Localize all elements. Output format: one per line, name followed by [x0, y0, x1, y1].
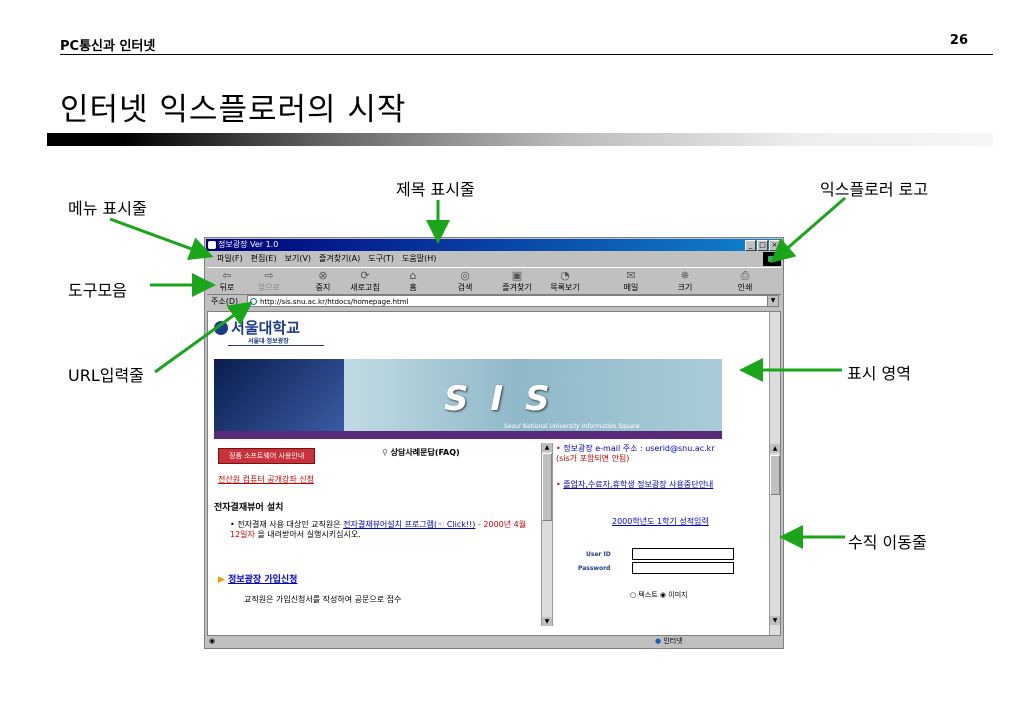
slide-title: 인터넷 익스플로러의 시작 — [60, 92, 407, 128]
back-arrow-icon: ⇦ — [222, 269, 232, 282]
faq-icon: ⚲ — [382, 448, 391, 457]
callout-toolbar: 도구모음 — [68, 281, 127, 300]
arrow-ie-logo — [770, 196, 846, 263]
banner-tagline: Seoul National University Information Sq… — [504, 423, 640, 430]
menu-tools[interactable]: 도구(T) — [368, 254, 395, 263]
password-label: Password — [578, 565, 611, 572]
refresh-button[interactable]: ⟳새로고침 — [347, 270, 383, 293]
globe-icon: ● — [655, 637, 664, 645]
graduate-notice[interactable]: • 졸업자,수료자,휴학생 정보광장 사용중단안내 — [556, 480, 714, 489]
address-bar: 주소(D) http://sis.snu.ac.kr/htdocs/homepa… — [207, 295, 781, 309]
user-id-input[interactable] — [632, 548, 734, 560]
callout-display-area: 표시 영역 — [847, 364, 911, 383]
scroll-down-icon[interactable]: ▼ — [542, 617, 552, 626]
scroll-up-icon[interactable]: ▲ — [542, 443, 552, 452]
menu-edit[interactable]: 편집(E) — [250, 254, 277, 263]
scroll-thumb[interactable] — [542, 453, 552, 521]
email-info: • 정보광장 e-mail 주소 : userid@snu.ac.kr (sis… — [556, 444, 715, 463]
approval-paragraph: • 전자결재 사용 대상인 교직원은 전자결재뷰어설치 프로그램(☜ Click… — [230, 520, 527, 539]
software-notice-button[interactable]: 정품 소프트웨어 사용안내 — [218, 448, 316, 464]
banner-letters: SIS — [444, 379, 572, 419]
url-text: http://sis.snu.ac.kr/htdocs/homepage.htm… — [260, 298, 409, 306]
status-bar: ◉ ● 인터넷 — [207, 636, 781, 647]
logo-subtitle: 서울대 정보광장 — [248, 338, 289, 345]
callout-ie-logo: 익스플로러 로고 — [820, 180, 929, 199]
font-size-icon: ✵ — [680, 269, 690, 282]
page-number: 26 — [949, 33, 968, 48]
menu-bar: 파일(F) 편집(E) 보기(V) 즐겨찾기(A) 도구(T) 도움말(H) — [209, 253, 436, 265]
frame-scrollbar[interactable]: ▲ ▼ — [541, 443, 553, 626]
stop-button[interactable]: ⊗중지 — [305, 270, 341, 293]
callout-title-bar: 제목 표시줄 — [396, 180, 475, 199]
font-size-button[interactable]: ✵크기 — [667, 270, 703, 293]
home-button[interactable]: ⌂홈 — [395, 270, 431, 293]
arrow-bullet-icon: ▶ — [218, 575, 229, 585]
radio-text[interactable]: ○ — [630, 591, 639, 599]
menu-favorites[interactable]: 즐겨찾기(A) — [319, 254, 361, 263]
lecture-link[interactable]: 전산원 컴퓨터 공개강좌 신청 — [218, 475, 314, 484]
arrow-url-bar — [154, 301, 253, 374]
url-input[interactable]: http://sis.snu.ac.kr/htdocs/homepage.htm… — [247, 295, 779, 307]
right-scroll-thumb[interactable] — [770, 455, 780, 495]
banner-building-graphic — [214, 359, 344, 439]
user-id-label: User ID — [586, 551, 611, 558]
mail-button[interactable]: ✉메일 — [613, 270, 649, 293]
right-scroll-up-icon[interactable]: ▲ — [770, 444, 780, 453]
print-button[interactable]: ⎙인쇄 — [727, 270, 763, 293]
header-rule — [60, 54, 993, 55]
right-scroll-down-icon[interactable]: ▼ — [770, 616, 780, 625]
callout-vertical-scroll: 수직 이동줄 — [848, 533, 927, 552]
history-button[interactable]: ◔목록보기 — [547, 270, 583, 293]
title-gradient-bar — [47, 133, 993, 146]
browser-window: 정보광장 Ver 1.0 _ □ × 파일(F) 편집(E) 보기(V) 즐겨찾… — [204, 237, 784, 649]
approval-download-link[interactable]: 전자결재뷰어설치 프로그램(☜ Click!!) — [343, 520, 476, 529]
section-header: PC통신과 인터넷 — [60, 39, 156, 54]
vertical-scrollbar[interactable]: ▲ ▼ — [769, 312, 780, 635]
display-mode-options: ○ 텍스트 ◉ 이미지 — [630, 591, 688, 599]
faq-link[interactable]: ⚲ 상담사례문답(FAQ) — [382, 448, 460, 457]
snu-emblem-icon — [214, 321, 228, 335]
forward-arrow-icon: ⇨ — [264, 269, 274, 282]
maximize-button[interactable]: □ — [757, 240, 768, 251]
favorites-icon: ▣ — [511, 269, 523, 282]
search-button[interactable]: ◎검색 — [447, 270, 483, 293]
address-label: 주소(D) — [211, 297, 239, 306]
password-input[interactable] — [632, 562, 734, 574]
search-icon: ◎ — [460, 269, 470, 282]
cutoff-text: 교직원은 가입신청서를 작성하여 공문으로 접수 — [244, 595, 402, 604]
approval-heading: 전자결재뷰어 설치 — [214, 503, 284, 513]
history-icon: ◔ — [560, 269, 570, 282]
toolbar: ⇦뒤로 ⇨앞으로 ⊗중지 ⟳새로고침 ⌂홈 ◎검색 ▣즐겨찾기 ◔목록보기 ✉메… — [207, 267, 781, 295]
status-page-icon: ◉ — [209, 637, 216, 645]
banner-stripe — [214, 431, 722, 439]
chevron-down-icon[interactable]: ▼ — [767, 296, 778, 306]
radio-image[interactable]: ◉ — [659, 591, 669, 599]
window-title: 정보광장 Ver 1.0 — [218, 240, 279, 249]
logo-underline — [228, 345, 324, 346]
callout-url-bar: URL입력줄 — [68, 366, 144, 385]
signup-link[interactable]: ▶ 정보광장 가입신청 — [218, 575, 298, 585]
stop-icon: ⊗ — [318, 269, 328, 282]
menu-view[interactable]: 보기(V) — [284, 254, 312, 263]
display-area: 서울대학교 서울대 정보광장 SIS Seoul National Univer… — [207, 311, 781, 636]
back-button[interactable]: ⇦뒤로 — [209, 270, 245, 293]
callout-menu-bar: 메뉴 표시줄 — [68, 199, 147, 218]
print-icon: ⎙ — [740, 269, 750, 282]
arrow-menu-bar — [109, 217, 214, 261]
status-zone: ● 인터넷 — [655, 637, 683, 645]
home-icon: ⌂ — [409, 269, 417, 282]
sis-banner: SIS Seoul National University Informatio… — [214, 359, 722, 439]
minimize-button[interactable]: _ — [745, 240, 756, 251]
mail-icon: ✉ — [626, 269, 636, 282]
menu-file[interactable]: 파일(F) — [217, 254, 243, 263]
forward-button[interactable]: ⇨앞으로 — [251, 270, 287, 293]
refresh-icon: ⟳ — [360, 269, 370, 282]
menu-help[interactable]: 도움말(H) — [402, 254, 437, 263]
favorites-button[interactable]: ▣즐겨찾기 — [499, 270, 535, 293]
grades-link[interactable]: 2000학년도 1학기 성적입력 — [612, 517, 709, 526]
